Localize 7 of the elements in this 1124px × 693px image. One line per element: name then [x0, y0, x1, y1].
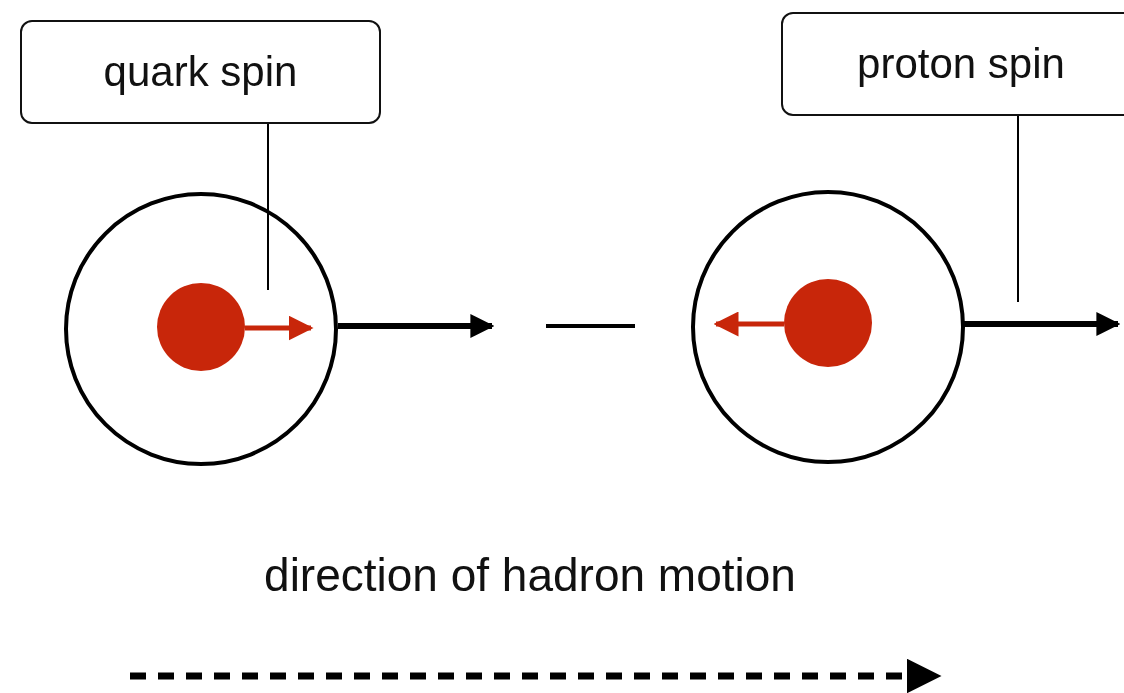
callout-text: proton spin	[857, 40, 1065, 88]
leader-line	[267, 123, 269, 291]
caption-text: direction of hadron motion	[264, 548, 796, 602]
callout-box	[20, 20, 381, 124]
callout-text: quark spin	[103, 48, 298, 96]
leader-line	[1017, 115, 1019, 303]
callout-box	[781, 12, 1124, 116]
